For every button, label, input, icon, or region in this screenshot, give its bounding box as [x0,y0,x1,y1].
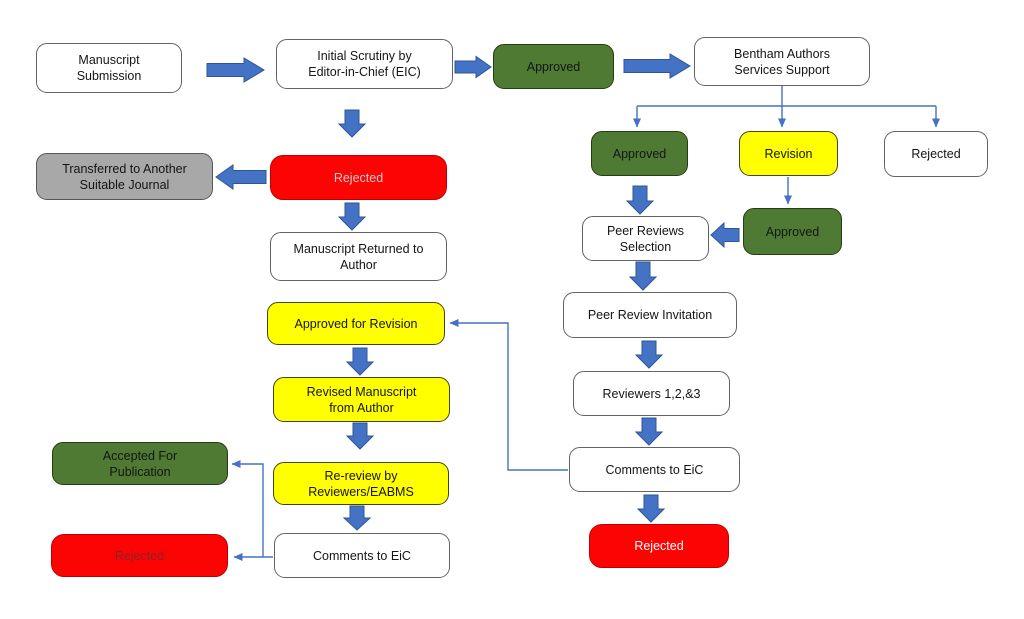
arrow-reviewers-to-comments [634,417,664,446]
node-bentham-support: Bentham Authors Services Support [694,37,870,86]
node-rejected-bas: Rejected [884,131,988,177]
arrow-approved-to-peer-selection [625,185,655,215]
node-initial-scrutiny: Initial Scrutiny by Editor-in-Chief (EIC… [276,39,453,89]
connector-comments-to-approved-for-revision [449,319,568,471]
arrow-rereview-to-comments [342,505,372,531]
node-manuscript-returned: Manuscript Returned to Author [270,232,447,281]
node-manuscript-submission: Manuscript Submission [36,43,182,93]
node-rejected-final-left: Rejected [51,534,228,577]
arrow-rejected-to-transferred [215,164,267,190]
arrow-afr-to-revised [345,347,375,376]
node-revised-manuscript: Revised Manuscript from Author [273,377,450,422]
node-comments-to-eic-right: Comments to EiC [569,447,740,492]
arrow-submission-to-scrutiny [206,57,265,83]
arrow-comments-to-rejected [636,494,666,523]
arrow-rejected-to-returned [337,202,367,231]
node-reviewers: Reviewers 1,2,&3 [573,371,730,416]
connector-comments-to-accepted [231,460,264,557]
node-peer-review-invitation: Peer Review Invitation [563,292,737,338]
arrow-scrutiny-to-rejected [337,109,367,138]
node-approved-eic: Approved [493,44,614,89]
arrow-selection-to-invitation [628,261,658,291]
node-re-review: Re-review by Reviewers/EABMS [273,462,449,505]
arrow-revised-to-rereview [345,422,375,450]
node-revision: Revision [739,131,838,176]
node-rejected-final-right: Rejected [589,524,729,568]
node-transferred-journal: Transferred to Another Suitable Journal [36,153,213,200]
node-accepted-publication: Accepted For Publication [52,442,228,485]
node-approved-bas: Approved [591,131,688,176]
node-rejected-eic: Rejected [270,155,447,200]
arrow-approved-to-bentham [623,53,691,79]
node-comments-to-eic-left: Comments to EiC [274,533,450,578]
node-peer-reviews-selection: Peer Reviews Selection [582,216,709,261]
arrow-invitation-to-reviewers [634,340,664,369]
node-approved-for-revision: Approved for Revision [267,302,445,345]
arrow-scrutiny-to-approved [454,55,492,79]
node-approved-after-revision: Approved [743,208,842,255]
arrow-approved2-to-peer-selection [710,221,740,249]
